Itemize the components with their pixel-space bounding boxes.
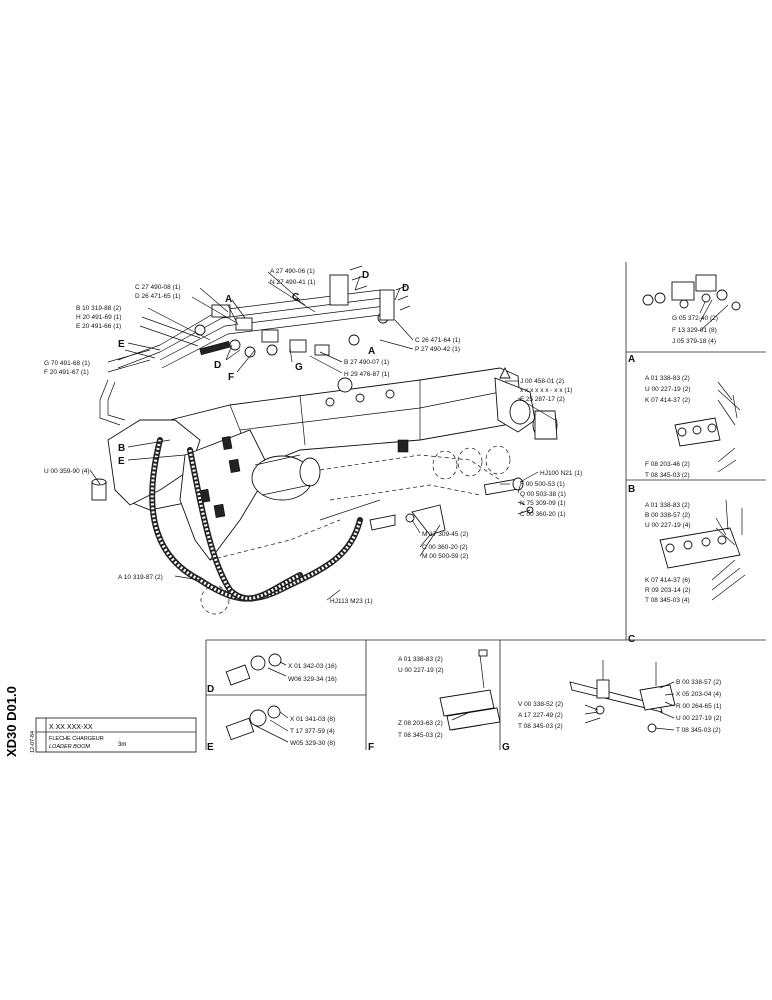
letter-e-upper: E (118, 339, 125, 350)
detail-g-tag: G (502, 742, 510, 753)
letter-f-mid: F (228, 372, 234, 383)
label-a-27-490-06: A 27 490-06 (1) (270, 268, 315, 275)
detail-g: V 00 338-52 (2) A 17 227-49 (2) T 08 345… (502, 660, 722, 753)
detail-f-label-1: A 01 338-83 (2) (398, 656, 443, 663)
detail-panels-right (625, 262, 766, 641)
leader-lines (89, 271, 556, 601)
detail-g-label-3: T 08 345-03 (2) (518, 723, 563, 730)
upper-fitting-cluster (194, 265, 411, 358)
label-h-20-491-69: H 20 491-69 (1) (76, 314, 122, 321)
detail-e-label-1: X 01 341-03 (8) (290, 716, 335, 723)
label-f-00-500-53: F 00 500-53 (1) (520, 481, 565, 488)
detail-d: X 01 342-03 (16) W06 329-34 (16) D (207, 653, 337, 695)
label-n-75-309-09: N 75 309-09 (1) (520, 500, 566, 507)
detail-g-label-r2: X 05 203-04 (4) (676, 691, 721, 698)
boom-size: 3m (118, 742, 126, 748)
detail-f-tag: F (368, 742, 374, 753)
detail-a-label-1: G 05 372-40 (2) (672, 315, 718, 322)
detail-b-label-1: A 01 338-83 (2) (645, 375, 690, 382)
label-a-10-319-87: A 10 319-87 (2) (118, 574, 163, 581)
label-b-10-319-88: B 10 319-88 (2) (76, 305, 121, 312)
detail-f-label-3: Z 08 203-63 (2) (398, 720, 443, 727)
detail-a: G 05 372-40 (2) F 13 329-01 (8) J 05 379… (628, 274, 741, 365)
label-m-17-309-45: M 17 309-45 (2) (422, 531, 468, 538)
detail-d-label-2: W06 329-34 (16) (288, 676, 337, 683)
detail-f-label-4: T 08 345-03 (2) (398, 732, 443, 739)
detail-g-label-1: V 00 338-52 (2) (518, 701, 563, 708)
detail-c-tag: C (628, 634, 635, 645)
detail-letters: A C D D A D F G E B E (118, 270, 409, 467)
detail-b-label-4: F 08 203-46 (2) (645, 461, 690, 468)
main-callouts: C 27 490-08 (1) D 26 471-65 (1) B 10 319… (44, 268, 582, 605)
letter-d-top-right: D (362, 270, 369, 281)
detail-c-label-3: U 00 227-19 (4) (645, 522, 691, 529)
detail-d-tag: D (207, 684, 214, 695)
detail-b-label-3: K 07 414-37 (2) (645, 397, 690, 404)
label-h-29-476-87: H 29 476-87 (1) (344, 371, 390, 378)
detail-b: A 01 338-83 (2) U 00 227-19 (2) K 07 414… (628, 375, 741, 495)
detail-e-label-2: T 17 377-59 (4) (290, 728, 335, 735)
detail-g-label-r5: T 08 345-03 (2) (676, 727, 721, 734)
part-number: X XX XXX-XX (49, 724, 93, 731)
detail-g-label-r4: U 00 227-19 (2) (676, 715, 722, 722)
detail-c-label-1: A 01 338-83 (2) (645, 502, 690, 509)
detail-b-label-5: T 08 345-03 (2) (645, 472, 690, 479)
detail-b-label-2: U 00 227-19 (2) (645, 386, 691, 393)
letter-g-mid: G (295, 362, 303, 373)
letter-c-top: C (292, 292, 299, 303)
label-c-27-490-08: C 27 490-08 (1) (135, 284, 181, 291)
label-hj113: HJ113 M23 (1) (330, 598, 373, 605)
letter-d-mid: D (214, 360, 221, 371)
detail-c-label-2: B 00 338-57 (2) (645, 512, 690, 519)
label-b-27-490-07: B 27 490-07 (1) (344, 359, 389, 366)
label-f-20-491-67: F 20 491-67 (1) (44, 369, 89, 376)
detail-f-label-2: U 00 227-19 (2) (398, 667, 444, 674)
letter-b-left: B (118, 443, 125, 454)
detail-e-tag: E (207, 742, 214, 753)
detail-g-label-2: A 17 227-49 (2) (518, 712, 563, 719)
detail-c-label-5: R 09 203-14 (2) (645, 587, 691, 594)
label-c-00-360-20-2: C 00 360-20 (2) (422, 544, 468, 551)
letter-a-top: A (225, 294, 232, 305)
detail-e: X 01 341-03 (8) T 17 377-59 (4) W05 329-… (207, 705, 335, 753)
label-c-00-360-20-1: C 00 360-20 (1) (520, 511, 566, 518)
detail-d-label-1: X 01 342-03 (16) (288, 663, 337, 670)
label-m-00-500-59: M 00 500-59 (2) (422, 553, 468, 560)
detail-e-label-3: W05 329-30 (8) (290, 740, 335, 747)
boom-illustration (91, 265, 558, 615)
detail-c-label-4: K 07 414-37 (6) (645, 577, 690, 584)
detail-a-label-2: F 13 329-01 (8) (672, 327, 717, 334)
title-block: XD30 D01.0 12-07-84 X XX XXX-XX FLECHE C… (4, 686, 197, 757)
label-e-20-491-66: E 20 491-66 (1) (76, 323, 121, 330)
drawing-number: XD30 D01.0 (4, 686, 19, 757)
label-u-00-359-90: U 00 359-90 (4) (44, 468, 90, 475)
label-c-26-471-64: C 26 471-64 (1) (415, 337, 461, 344)
label-f-25-287-17: F 25 287-17 (2) (520, 396, 565, 403)
detail-g-label-r3: R 00 264-65 (1) (676, 703, 722, 710)
label-g-70-491-68: G 70 491-68 (1) (44, 360, 90, 367)
detail-c: A 01 338-83 (2) B 00 338-57 (2) U 00 227… (628, 499, 746, 645)
label-j-00-458-01: J 00 458-01 (2) (520, 378, 564, 385)
detail-a-tag: A (628, 354, 635, 365)
title-fr: FLECHE CHARGEUR (49, 736, 104, 742)
detail-c-label-6: T 08 345-03 (4) (645, 597, 690, 604)
letter-d-far-right: D (402, 283, 409, 294)
letter-e-left: E (118, 456, 125, 467)
title-en: LOADER BOOM (49, 744, 90, 750)
label-p-27-490-42: P 27 490-42 (1) (415, 346, 460, 353)
label-n-27-490-41: N 27 490-41 (1) (270, 279, 316, 286)
label-hj100: HJ100 N21 (1) (540, 470, 582, 477)
label-blank-part: x x x x x x - x x (1) (520, 387, 572, 394)
detail-panels-bottom (205, 639, 626, 750)
detail-a-label-3: J 05 379-18 (4) (672, 338, 716, 345)
detail-g-label-r1: B 00 338-57 (2) (676, 679, 721, 686)
label-q-00-503-38: Q 00 503-38 (1) (520, 491, 566, 498)
detail-b-tag: B (628, 484, 635, 495)
drawing-date: 12-07-84 (30, 731, 36, 753)
label-d-26-471-65: D 26 471-65 (1) (135, 293, 181, 300)
letter-a-mid: A (368, 346, 375, 357)
detail-f: A 01 338-83 (2) U 00 227-19 (2) Z 08 203… (368, 649, 501, 753)
